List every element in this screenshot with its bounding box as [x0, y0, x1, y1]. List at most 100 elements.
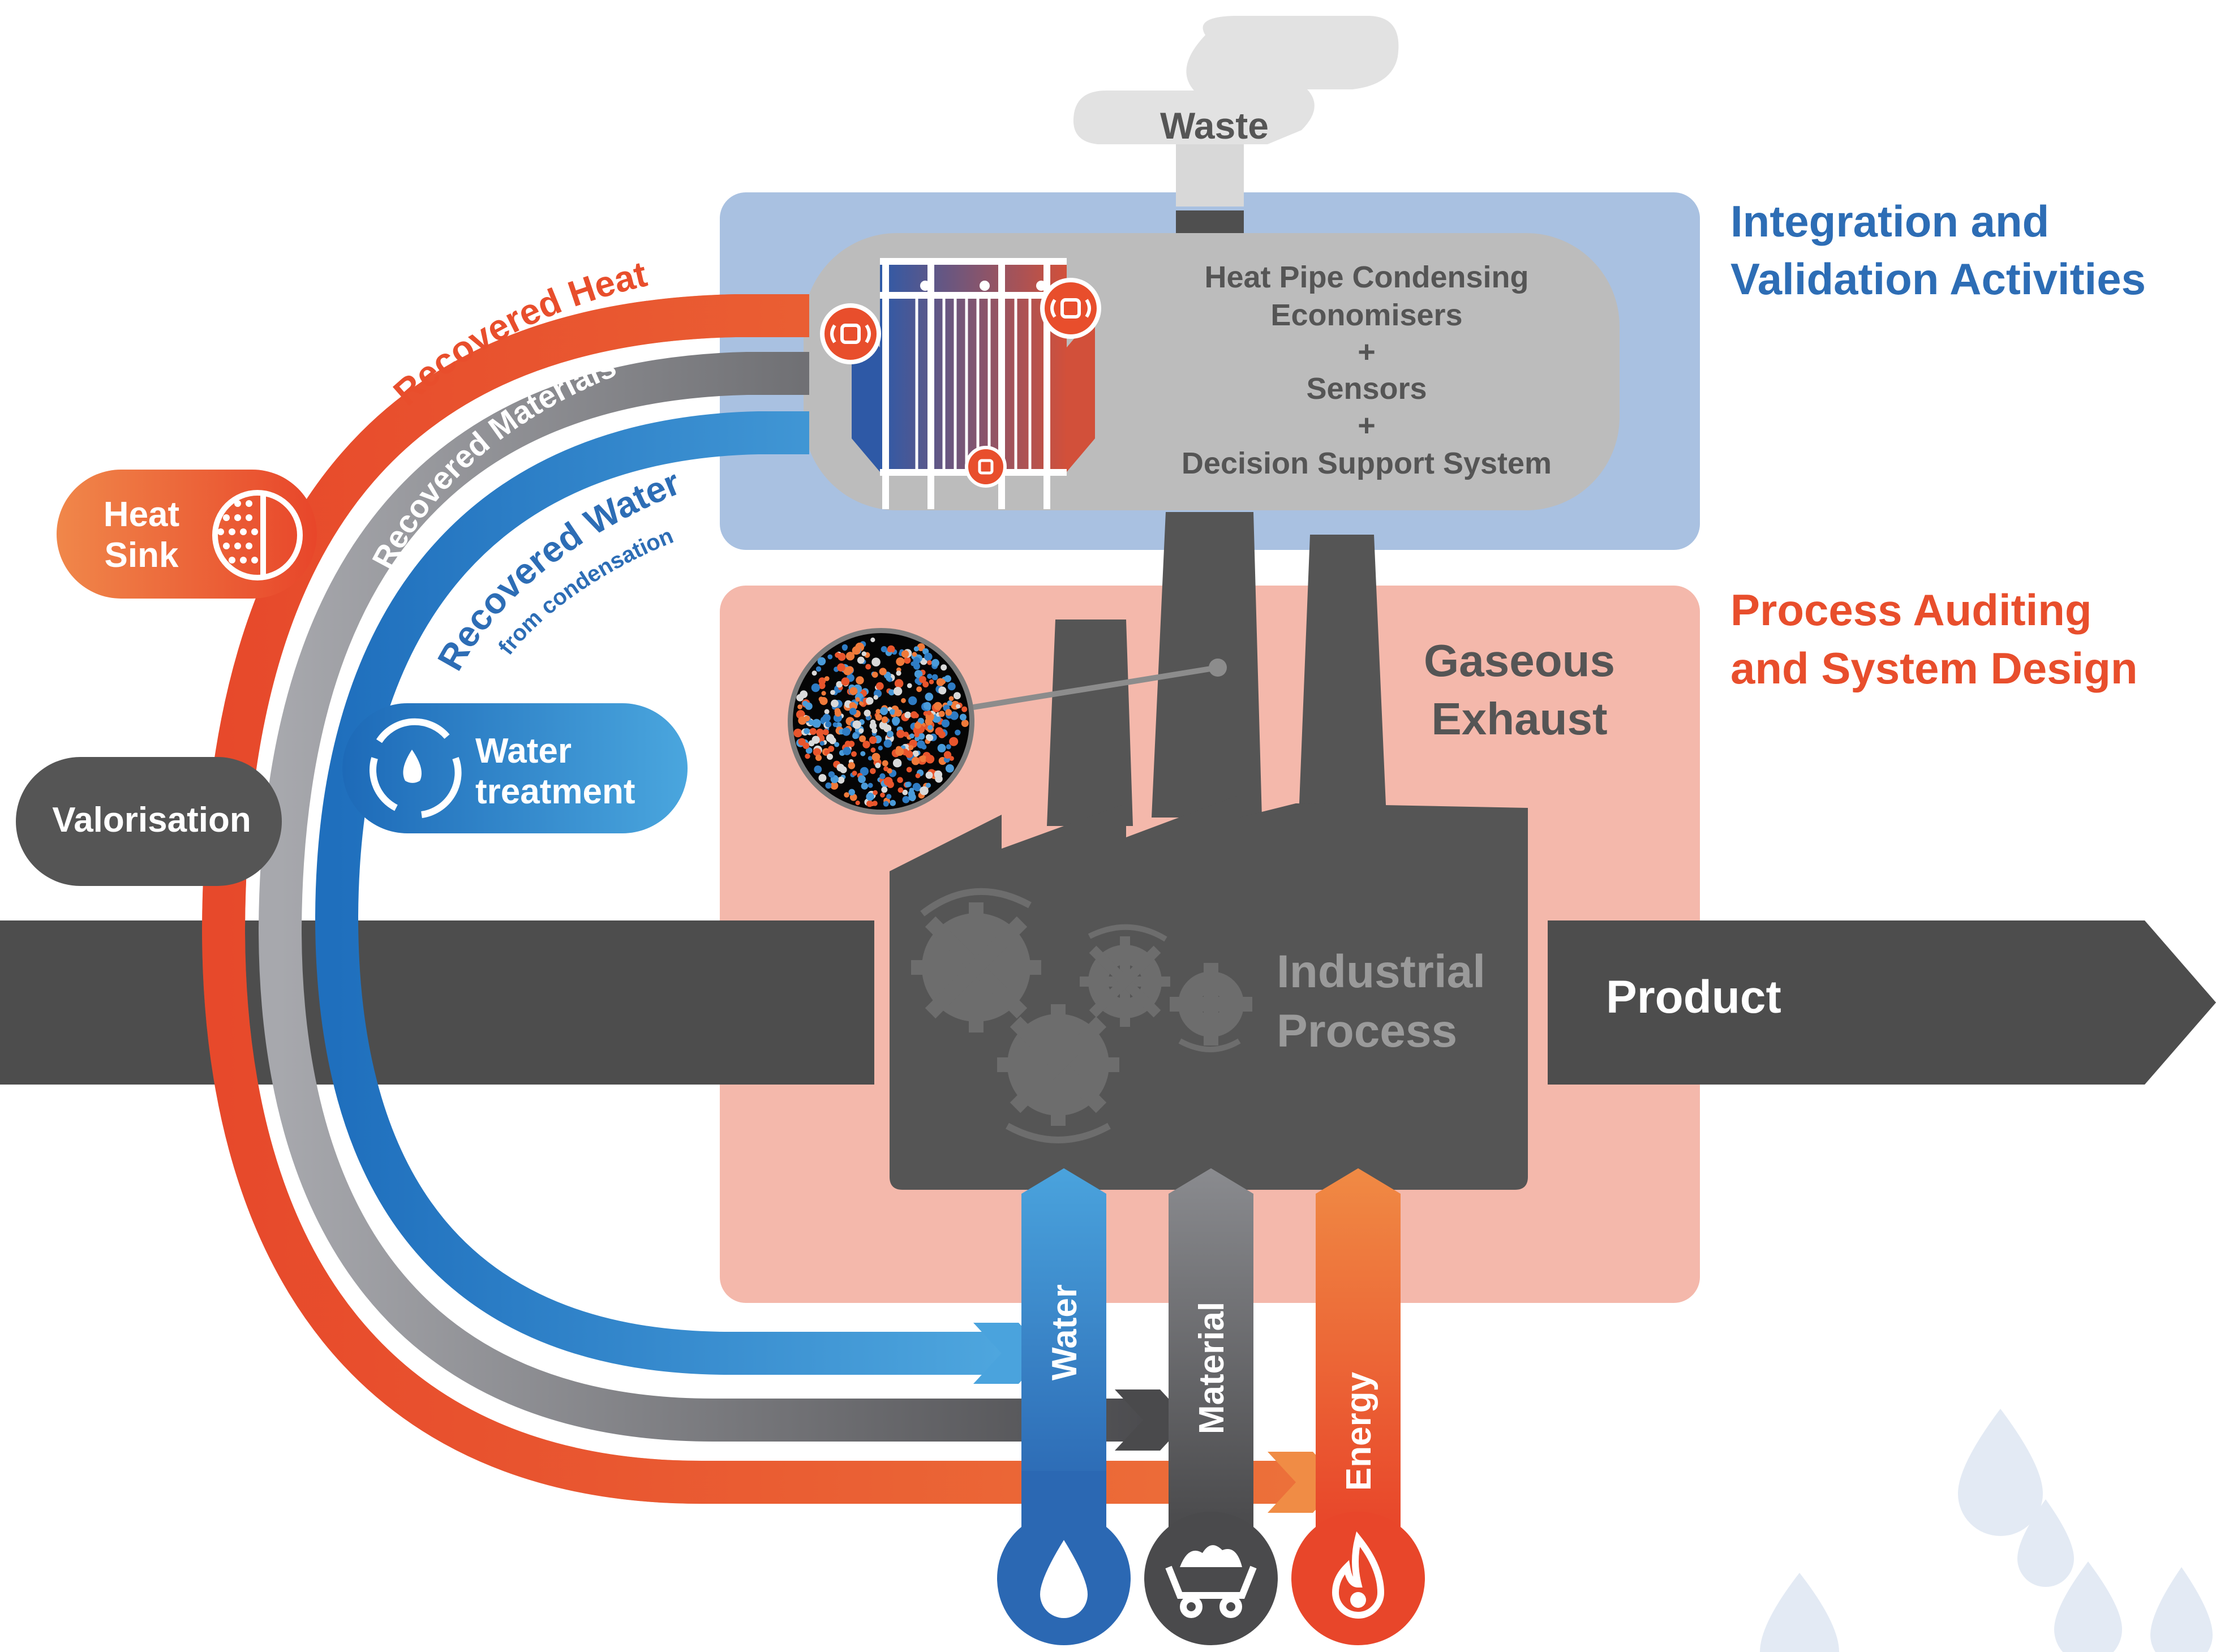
particle-dot	[822, 713, 831, 722]
particle-dot	[913, 657, 921, 665]
particle-dot	[913, 662, 920, 670]
particle-dot	[892, 716, 900, 725]
particle-dot	[809, 728, 817, 735]
particle-dot	[937, 743, 946, 752]
particle-dot	[869, 736, 877, 744]
particle-dot	[954, 692, 961, 700]
sensor-icon	[965, 446, 1007, 488]
economiser-line-1: Heat Pipe Condensing	[1204, 260, 1528, 294]
particle-dot	[959, 713, 967, 721]
valorisation-label: Valorisation	[52, 801, 251, 840]
particle-dot	[883, 801, 889, 807]
water-recycle-icon	[369, 718, 462, 818]
particle-dot	[849, 687, 858, 695]
particle-dot	[812, 719, 821, 728]
particle-dot	[834, 742, 840, 747]
auditing-title: Process Auditing and System Design	[1730, 585, 2138, 693]
particle-dot	[862, 741, 870, 748]
particle-magnifier-icon	[788, 628, 1227, 815]
particle-dot	[908, 745, 914, 750]
particle-dot	[852, 646, 861, 655]
economiser-line-2: Economisers	[1270, 298, 1462, 332]
valorisation-pill	[16, 757, 282, 886]
particle-dot	[866, 697, 874, 705]
svg-text:Integration and: Integration and	[1730, 196, 2049, 246]
particle-dot	[917, 643, 925, 651]
particle-dot	[894, 679, 904, 688]
particle-dot	[825, 721, 832, 728]
particle-dot	[815, 666, 822, 672]
particle-dot	[815, 754, 822, 761]
particle-dot	[889, 709, 895, 715]
particle-dot	[838, 652, 846, 661]
particle-dot	[936, 678, 944, 686]
particle-dot	[836, 764, 845, 772]
particle-dot	[927, 673, 933, 679]
particle-dot	[907, 683, 912, 689]
economiser-line-3: Sensors	[1306, 372, 1427, 406]
particle-dot	[880, 792, 885, 798]
particle-dot	[944, 675, 952, 682]
particle-dot	[875, 714, 882, 721]
particle-dot	[947, 682, 956, 691]
particle-dot	[881, 786, 888, 793]
particle-dot	[883, 777, 893, 786]
particle-dot	[949, 737, 959, 746]
particle-dot	[814, 765, 822, 773]
particle-dot	[931, 674, 938, 681]
particle-dot	[896, 657, 905, 666]
particle-dot	[895, 747, 904, 756]
particle-dot	[828, 746, 835, 752]
particle-dot	[819, 697, 828, 705]
particle-dot	[914, 722, 921, 729]
particle-dot	[911, 756, 920, 765]
particle-dot	[826, 734, 835, 742]
particle-dot	[821, 691, 826, 696]
particle-dot	[811, 735, 820, 744]
gaseous-exhaust-label-1: Gaseous	[1424, 635, 1615, 686]
particle-dot	[856, 676, 864, 685]
particle-dot	[887, 646, 893, 653]
particle-dot	[870, 637, 875, 643]
particle-dot	[805, 747, 813, 754]
particle-dot	[943, 751, 952, 759]
gaseous-exhaust-label-2: Exhaust	[1431, 694, 1607, 744]
particle-dot	[822, 729, 829, 735]
particle-dot	[855, 697, 860, 702]
svg-text:Validation Activities: Validation Activities	[1730, 254, 2146, 304]
particle-dot	[934, 702, 942, 711]
particle-dot	[961, 706, 968, 712]
integration-title: Integration and Validation Activities	[1730, 196, 2146, 304]
particle-dot	[865, 715, 871, 721]
input-material-label: Material	[1192, 1302, 1231, 1434]
water-drop-icon	[1040, 1540, 1088, 1618]
particle-dot	[913, 646, 919, 652]
input-water-label: Water	[1045, 1284, 1084, 1380]
water-treatment-pill	[342, 703, 688, 833]
particle-dot	[890, 799, 896, 806]
particle-dot	[931, 659, 939, 667]
particle-dot	[896, 670, 901, 676]
particle-dot	[910, 711, 918, 719]
particle-dot	[914, 670, 923, 678]
particle-dot	[809, 720, 814, 726]
particle-dot	[818, 774, 827, 782]
particle-dot	[797, 704, 802, 709]
particle-dot	[865, 664, 871, 670]
particle-dot	[883, 724, 892, 733]
mine-cart-icon	[1165, 1545, 1257, 1618]
particle-dot	[852, 733, 858, 739]
particle-dot	[864, 709, 871, 717]
particle-dot	[909, 788, 914, 793]
particle-dot	[811, 683, 820, 692]
particle-dot	[860, 751, 866, 756]
particle-dot	[811, 670, 817, 676]
particle-dot	[896, 729, 905, 738]
particle-dot	[827, 654, 833, 660]
particle-dot	[878, 746, 883, 751]
particle-dot	[798, 738, 806, 746]
particle-dot	[831, 699, 839, 708]
particle-dot	[871, 657, 881, 666]
industrial-process-label-1: Industrial	[1277, 946, 1485, 997]
recovered-materials-loop	[258, 352, 1143, 1442]
